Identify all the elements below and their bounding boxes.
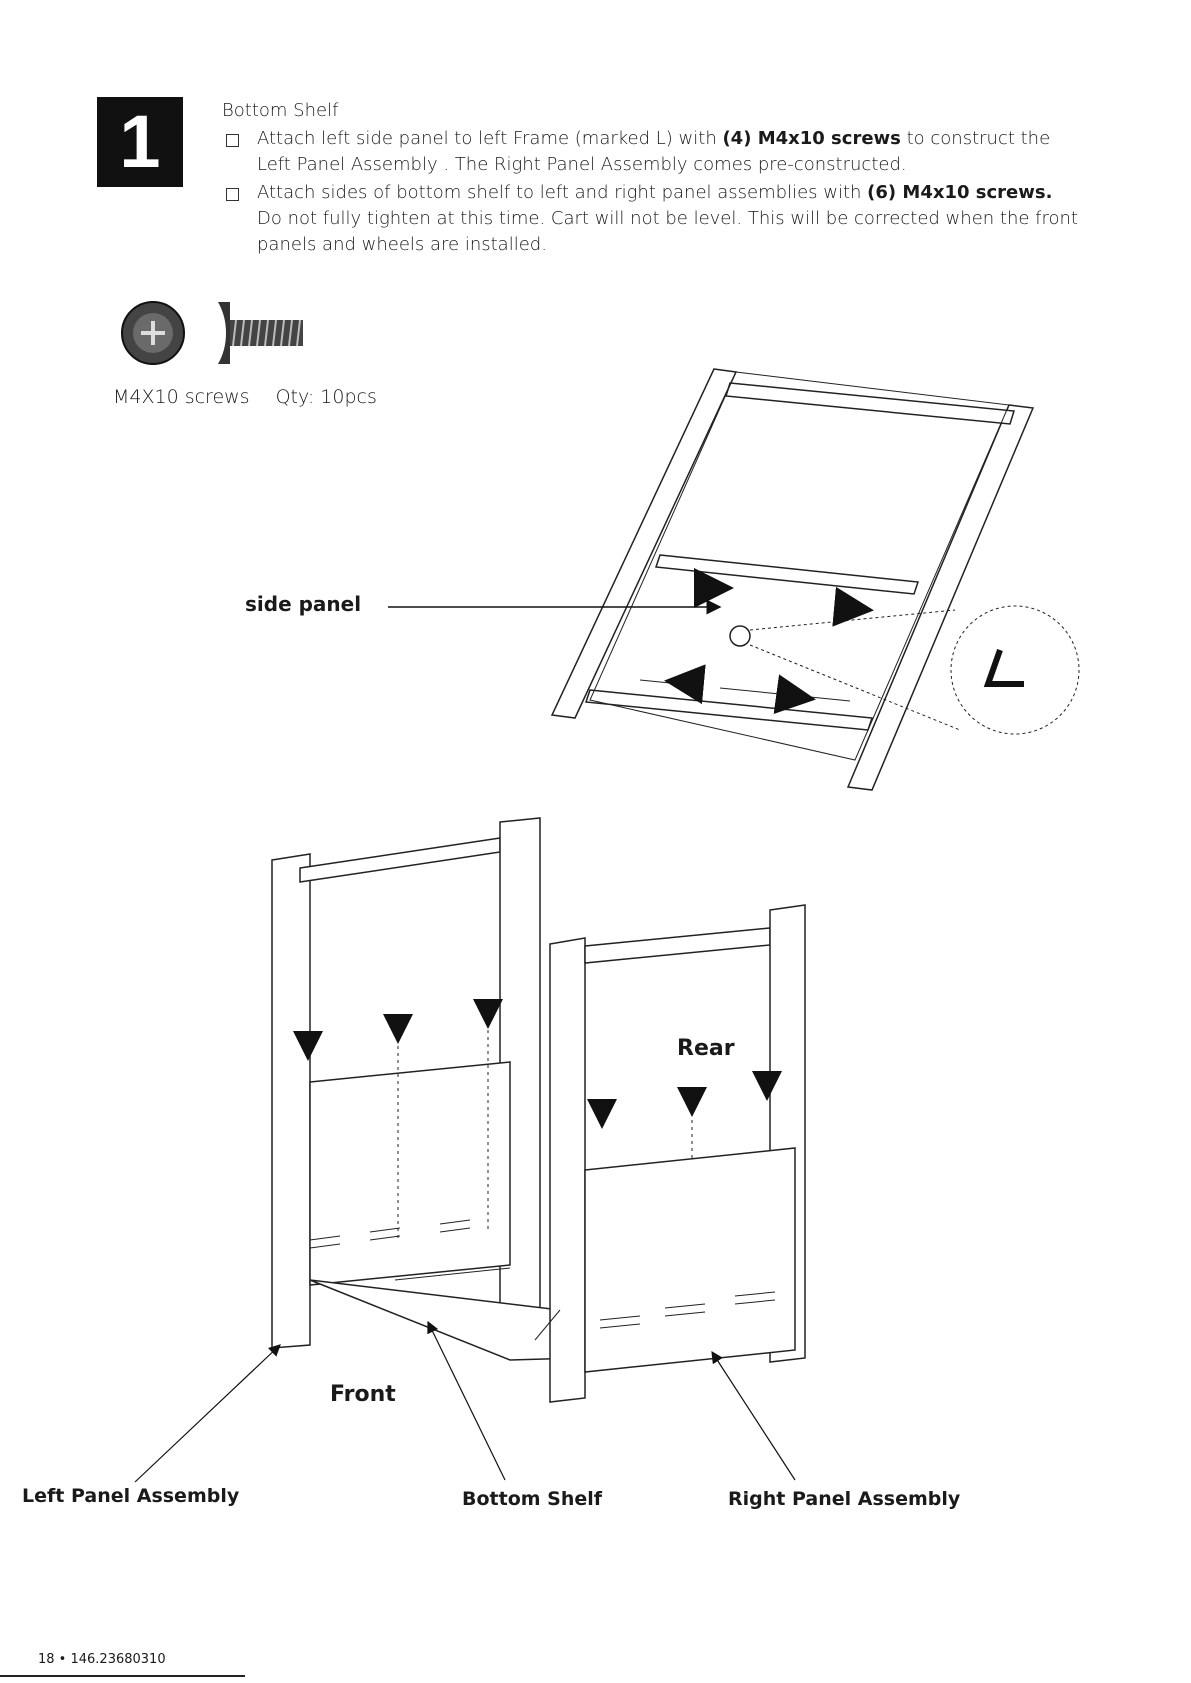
front-label: Front [330,1382,396,1407]
checkbox-icon [226,134,239,147]
side-panel-label: side panel [245,592,362,616]
footer-rule [0,1675,245,1677]
right-panel-leader-line [711,1350,796,1481]
hardware-qty: Qty: 10pcs [275,386,377,408]
left-panel-assembly-label: Left Panel Assembly [22,1485,240,1507]
instructions: Bottom Shelf Attach left side panel to l… [222,98,1082,260]
right-panel-assembly-label: Right Panel Assembly [728,1488,961,1510]
rear-label: Rear [677,1036,735,1061]
step-number-badge: 1 [97,97,183,187]
step-title: Bottom Shelf [222,100,339,121]
left-panel-leader-line [134,1344,281,1483]
bottom-shelf-leader-line [427,1320,506,1481]
cart-assembly-drawing [271,817,806,1403]
page-footer: 18 • 146.23680310 [38,1652,166,1667]
frame-top-view-drawing [550,368,1080,791]
instruction-bullet-2: Attach sides of bottom shelf to left and… [222,180,1082,258]
hardware-label: M4X10 screws Qty: 10pcs [113,386,377,408]
instruction-bullet-1: Attach left side panel to left Frame (ma… [222,126,1082,178]
hardware-name: M4X10 screws [113,386,250,408]
bottom-shelf-label: Bottom Shelf [462,1488,603,1510]
checkbox-icon [226,188,239,201]
screw-side-icon [218,302,303,364]
screw-head-icon [121,301,185,365]
